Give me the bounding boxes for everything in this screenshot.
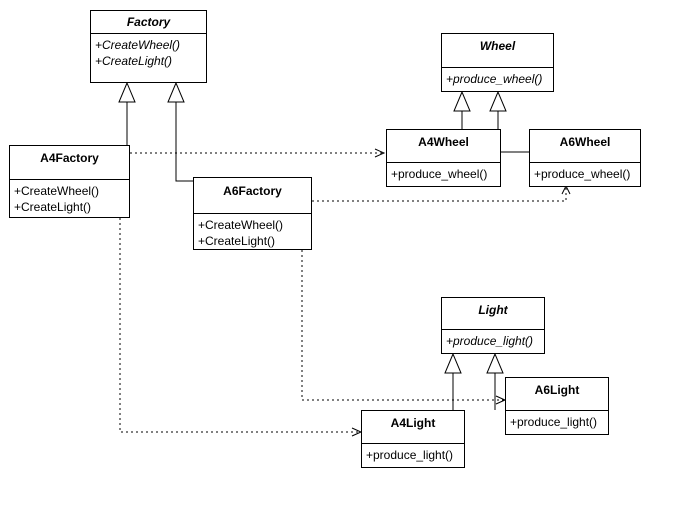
operations-compartment: +produce_wheel() [442,67,553,89]
class-a6light[interactable]: A6Light +produce_light() [505,377,609,435]
class-a6factory[interactable]: A6Factory +CreateWheel() +CreateLight() [193,177,312,250]
generalization-a6light-light [486,352,504,410]
class-name: A4Light [390,416,436,430]
operations-compartment: +produce_light() [442,329,544,351]
operations-compartment: +produce_light() [362,443,464,465]
class-name: A6Factory [223,184,282,198]
operations-compartment: +CreateWheel() +CreateLight() [10,179,129,217]
class-factory[interactable]: Factory +CreateWheel() +CreateLight() [90,10,207,83]
class-name: A4Wheel [418,135,469,149]
operation: +CreateLight() [14,200,92,214]
operation: +CreateWheel() [198,218,284,232]
operations-compartment: +produce_wheel() [387,162,500,184]
operations-compartment: +CreateWheel() +CreateLight() [91,33,206,71]
generalization-a4factory-factory [118,81,136,145]
operation: +CreateLight() [95,54,173,68]
class-name: Light [478,303,508,317]
class-name: A4Factory [40,151,99,165]
operation: +CreateWheel() [95,38,181,52]
dependency-a4factory-a4wheel [130,148,386,158]
class-name: A6Wheel [559,135,611,149]
class-a4factory[interactable]: A4Factory +CreateWheel() +CreateLight() [9,145,130,218]
operation: +produce_wheel() [446,72,543,86]
operation: +produce_light() [510,415,598,429]
operations-compartment: +produce_light() [506,410,608,432]
operations-compartment: +produce_wheel() [530,162,640,184]
operation: +produce_light() [446,334,534,348]
class-name: Wheel [479,39,516,53]
class-a4wheel[interactable]: A4Wheel +produce_wheel() [386,129,501,187]
generalization-a4wheel-wheel [453,90,471,129]
operation: +CreateLight() [198,234,276,248]
generalization-a4light-light [444,352,462,410]
class-name: Factory [126,15,171,29]
class-wheel[interactable]: Wheel +produce_wheel() [441,33,554,92]
operation: +produce_wheel() [534,167,631,181]
operation: +CreateWheel() [14,184,100,198]
operation: +produce_light() [366,448,454,462]
class-a6wheel[interactable]: A6Wheel +produce_wheel() [529,129,641,187]
operation: +produce_wheel() [391,167,488,181]
dependency-a6factory-a6wheel [312,184,571,202]
class-light[interactable]: Light +produce_light() [441,297,545,354]
class-a4light[interactable]: A4Light +produce_light() [361,410,465,468]
generalization-a6factory-factory [167,81,193,182]
operations-compartment: +CreateWheel() +CreateLight() [194,213,311,251]
class-name: A6Light [534,383,580,397]
